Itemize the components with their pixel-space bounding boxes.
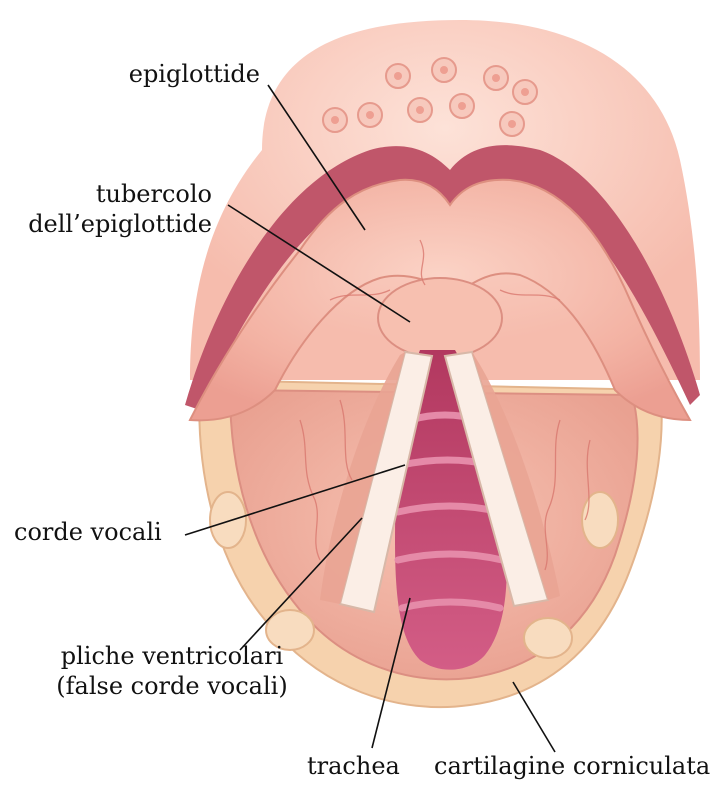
label-corniculate-cartilage: cartilagine corniculata: [434, 752, 710, 780]
label-vocal-cords: corde vocali: [14, 518, 162, 546]
label-tubercle-line1: tubercolo: [20, 180, 212, 208]
label-tubercle-line2: dell’epiglottide: [20, 210, 212, 238]
label-ventricular-line2: (false corde vocali): [22, 672, 322, 700]
label-epiglottis: epiglottide: [60, 60, 260, 88]
label-trachea: trachea: [307, 752, 400, 780]
epiglottis-tubercle: [378, 278, 502, 358]
label-ventricular-line1: pliche ventricolari: [22, 642, 322, 670]
